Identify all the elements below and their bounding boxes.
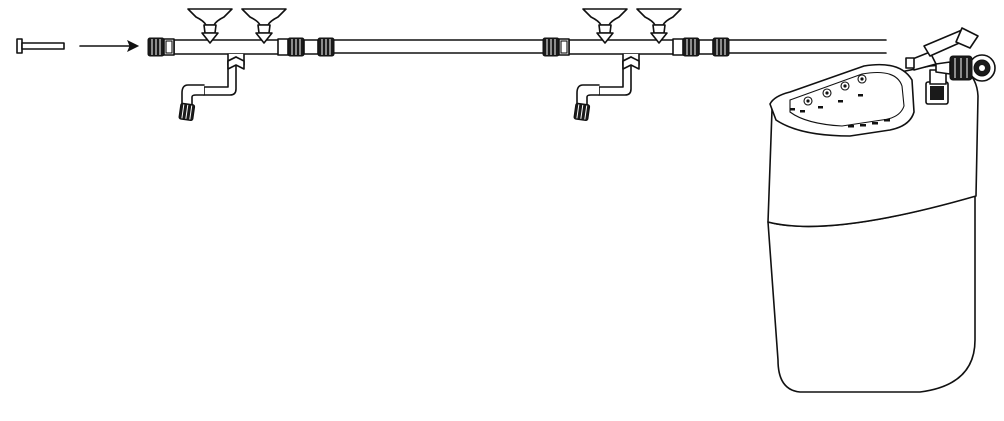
indicator-marks xyxy=(790,94,890,128)
suction-cup-manifold-icon xyxy=(148,9,334,121)
tubing-icon xyxy=(319,39,547,54)
suction-cup-manifold-icon xyxy=(543,9,729,121)
air-pump-icon xyxy=(767,27,996,393)
plug-icon xyxy=(16,38,65,54)
button-dots xyxy=(803,74,867,106)
air-outlet-icon xyxy=(925,69,949,105)
tubing-icon xyxy=(716,39,887,54)
arrow-right-icon xyxy=(79,39,140,53)
valve-knob-icon xyxy=(905,27,996,82)
